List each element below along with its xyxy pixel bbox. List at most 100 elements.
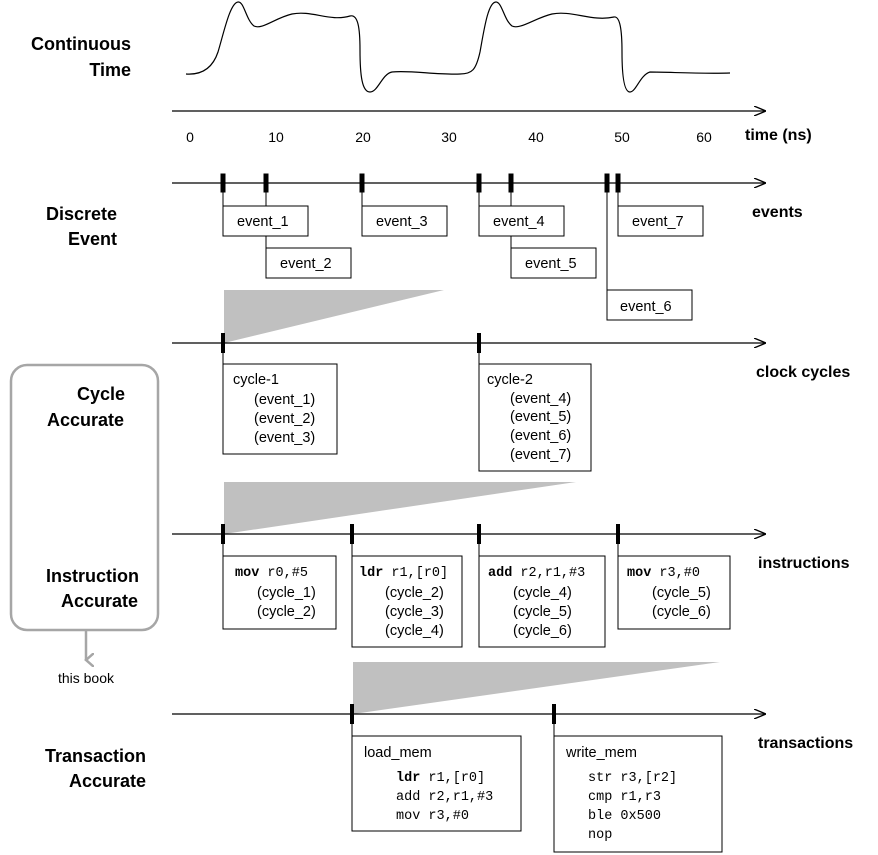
instruction-4-marker [616, 524, 620, 544]
time-tick-10: 10 [268, 129, 284, 145]
level-label-line1: Instruction [46, 566, 139, 586]
event-3-box: event_3 [361, 205, 448, 237]
cycle-2-title: cycle-2 [487, 372, 533, 388]
level-cycle-accurate: Cycle Accurate [47, 384, 125, 430]
transaction-2-marker [552, 704, 556, 724]
level-label-line1: Continuous [31, 34, 131, 54]
instruction-abstraction-wedge [224, 482, 576, 534]
transaction-1-marker [350, 704, 354, 724]
clock-cycles-axis-label: clock cycles [756, 364, 850, 381]
level-label-line1: Transaction [45, 746, 146, 766]
event-5-box: event_5 [510, 247, 597, 279]
level-label-line1: Discrete [46, 204, 117, 224]
time-axis-ticks: 0 10 20 30 40 50 60 [186, 129, 712, 145]
level-label-line2: Accurate [69, 771, 146, 791]
transaction-2-line: nop [588, 828, 612, 843]
instruction-1-code: mov r0,#5 [235, 566, 308, 581]
event-3-label: event_3 [376, 214, 428, 230]
this-book-note: this book [58, 670, 115, 686]
event-2-box: event_2 [265, 247, 352, 279]
transaction-2-line: cmp r1,r3 [588, 790, 661, 805]
event-7-label: event_7 [632, 214, 684, 230]
instruction-2-item: (cycle_3) [385, 604, 444, 620]
event-6-box: event_6 [606, 289, 693, 321]
time-tick-40: 40 [528, 129, 544, 145]
event-4-label: event_4 [493, 214, 545, 230]
instruction-2-item: (cycle_2) [385, 585, 444, 601]
level-continuous-time: Continuous Time [31, 34, 131, 80]
instruction-3-item: (cycle_4) [513, 585, 572, 601]
instruction-3-item: (cycle_6) [513, 623, 572, 639]
cycle-1-item: (event_1) [254, 392, 315, 408]
transactions-axis-label: transactions [758, 735, 853, 752]
instruction-1-box: mov r0,#5 (cycle_1) (cycle_2) [222, 555, 337, 630]
cycle-1-marker [221, 333, 225, 353]
level-discrete-event: Discrete Event [46, 204, 117, 249]
event-2-marker [263, 173, 269, 193]
instruction-1-item: (cycle_2) [257, 604, 316, 620]
instruction-1-marker [221, 524, 225, 544]
cycle-1-title: cycle-1 [233, 372, 279, 388]
time-tick-60: 60 [696, 129, 712, 145]
cycle-2-marker [477, 333, 481, 353]
event-4-marker [476, 173, 482, 193]
cycle-2-item: (event_4) [510, 391, 571, 407]
event-4-box: event_4 [478, 205, 565, 237]
cycle-2-item: (event_7) [510, 447, 571, 463]
time-axis-label: time (ns) [745, 127, 812, 144]
level-transaction-accurate: Transaction Accurate [45, 746, 146, 791]
event-6-marker [604, 173, 610, 193]
transaction-1-title: load_mem [364, 745, 432, 761]
level-label-line2: Time [89, 60, 131, 80]
event-7-marker [615, 173, 621, 193]
time-tick-30: 30 [441, 129, 457, 145]
event-5-label: event_5 [525, 256, 577, 272]
event-2-label: event_2 [280, 256, 332, 272]
transaction-1-line: add r2,r1,#3 [396, 790, 493, 805]
continuous-waveform [185, 1, 731, 93]
instruction-3-code: add r2,r1,#3 [488, 566, 585, 581]
time-tick-20: 20 [355, 129, 371, 145]
transaction-2-box: write_mem str r3,[r2] cmp r1,r3 ble 0x50… [553, 735, 723, 853]
transaction-1-line: mov r3,#0 [396, 809, 469, 824]
instruction-2-code: ldr r1,[r0] [359, 566, 448, 581]
instruction-3-marker [477, 524, 481, 544]
cycle-2-box: cycle-2 (event_4) (event_5) (event_6) (e… [478, 363, 592, 472]
event-6-label: event_6 [620, 299, 672, 315]
instruction-4-code: mov r3,#0 [627, 566, 700, 581]
time-tick-0: 0 [186, 129, 194, 145]
instruction-3-box: add r2,r1,#3 (cycle_4) (cycle_5) (cycle_… [478, 555, 606, 648]
event-boxes: event_1 event_2 event_3 event_4 event_5 … [222, 205, 704, 321]
level-label-line2: Event [68, 229, 117, 249]
this-book-highlight [9, 363, 160, 632]
instruction-2-marker [350, 524, 354, 544]
cycle-1-item: (event_2) [254, 411, 315, 427]
cycle-1-item: (event_3) [254, 430, 315, 446]
transaction-1-box: load_mem ldr r1,[r0] add r2,r1,#3 mov r3… [351, 735, 522, 832]
cycle-abstraction-wedge [224, 290, 444, 343]
instruction-1-item: (cycle_1) [257, 585, 316, 601]
instructions-axis-label: instructions [758, 555, 850, 572]
cycle-1-box: cycle-1 (event_1) (event_2) (event_3) [222, 363, 338, 455]
event-1-box: event_1 [222, 205, 309, 237]
transaction-2-line: str r3,[r2] [588, 771, 677, 786]
instruction-4-box: mov r3,#0 (cycle_5) (cycle_6) [617, 555, 731, 630]
instruction-4-item: (cycle_5) [652, 585, 711, 601]
cycle-2-item: (event_6) [510, 428, 571, 444]
instruction-4-item: (cycle_6) [652, 604, 711, 620]
event-1-label: event_1 [237, 214, 289, 230]
instruction-2-box: ldr r1,[r0] (cycle_2) (cycle_3) (cycle_4… [351, 555, 463, 648]
transaction-1-line: ldr r1,[r0] [396, 771, 485, 786]
level-label-line2: Accurate [61, 591, 138, 611]
time-tick-50: 50 [614, 129, 630, 145]
event-5-marker [508, 173, 514, 193]
instruction-2-item: (cycle_4) [385, 623, 444, 639]
level-label-line2: Accurate [47, 410, 124, 430]
event-1-marker [220, 173, 226, 193]
event-3-marker [359, 173, 365, 193]
event-7-box: event_7 [617, 205, 704, 237]
events-axis-label: events [752, 204, 803, 221]
instruction-3-item: (cycle_5) [513, 604, 572, 620]
transaction-2-title: write_mem [565, 745, 637, 761]
